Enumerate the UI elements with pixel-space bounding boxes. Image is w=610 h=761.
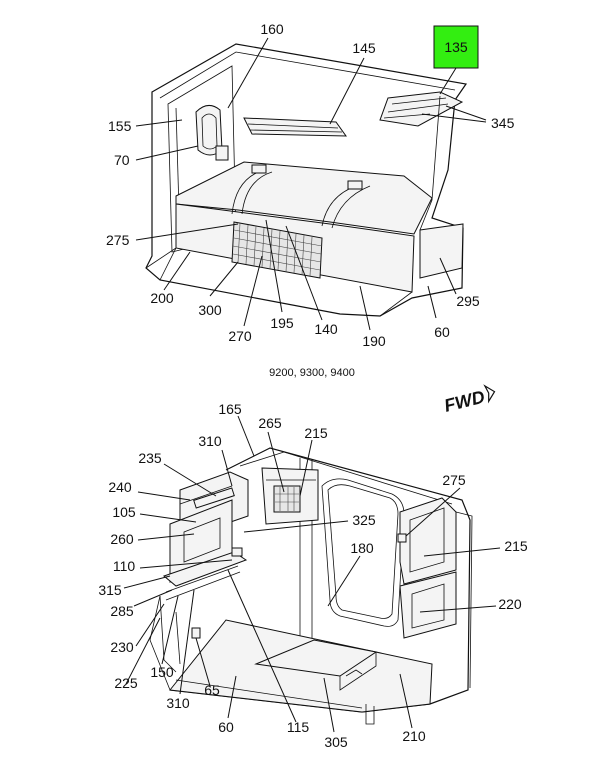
callout-230: 230 [110, 639, 134, 655]
callout-215-upper: 215 [304, 425, 328, 441]
arrow-icon [483, 384, 496, 404]
callout-300: 300 [198, 302, 222, 318]
callout-110: 110 [113, 558, 136, 574]
callout-285: 285 [110, 603, 134, 619]
callout-265: 265 [258, 415, 282, 431]
model-caption: 9200, 9300, 9400 [269, 367, 355, 379]
callout-60: 60 [434, 324, 450, 340]
top-leader-lines [135, 37, 487, 331]
fwd-indicator: FWD [442, 384, 496, 416]
callout-150: 150 [150, 664, 174, 680]
callout-305: 305 [324, 734, 348, 750]
callout-165: 165 [218, 401, 242, 417]
callout-270: 270 [228, 328, 252, 344]
callout-210: 210 [402, 728, 426, 744]
callout-310-lower: 310 [166, 695, 190, 711]
fwd-label: FWD [442, 387, 487, 416]
callout-315: 315 [98, 582, 122, 598]
top-illustration [145, 43, 468, 317]
top-callouts: 160 145 135 345 155 70 275 200 300 270 1… [106, 21, 515, 349]
callout-215-lower: 215 [504, 538, 528, 554]
callout-220: 220 [498, 596, 522, 612]
callout-225: 225 [114, 675, 138, 691]
callout-275-lower: 275 [442, 472, 466, 488]
callout-200: 200 [150, 290, 174, 306]
callout-105: 105 [112, 504, 136, 520]
callout-295: 295 [456, 293, 480, 309]
highlight-box-135 [433, 25, 479, 69]
callout-155: 155 [108, 118, 132, 134]
callout-235: 235 [138, 450, 162, 466]
callout-180: 180 [350, 540, 374, 556]
bottom-leader-lines [123, 415, 501, 733]
callout-310-upper: 310 [198, 433, 222, 449]
callout-240: 240 [108, 479, 132, 495]
bottom-illustration [149, 447, 473, 725]
callout-145: 145 [352, 40, 376, 56]
callout-135: 135 [444, 39, 468, 55]
callout-345: 345 [491, 115, 515, 131]
callout-70: 70 [114, 152, 130, 168]
callout-140: 140 [314, 321, 338, 337]
bottom-callouts: 165 310 265 215 235 240 105 325 275 260 … [98, 401, 528, 750]
callout-195: 195 [270, 315, 294, 331]
callout-60-lower: 60 [218, 719, 234, 735]
callout-260: 260 [110, 531, 134, 547]
callout-65: 65 [204, 682, 220, 698]
callout-325: 325 [352, 512, 376, 528]
callout-275: 275 [106, 232, 130, 248]
callout-115: 115 [287, 719, 310, 735]
callout-160: 160 [260, 21, 284, 37]
callout-190: 190 [362, 333, 386, 349]
